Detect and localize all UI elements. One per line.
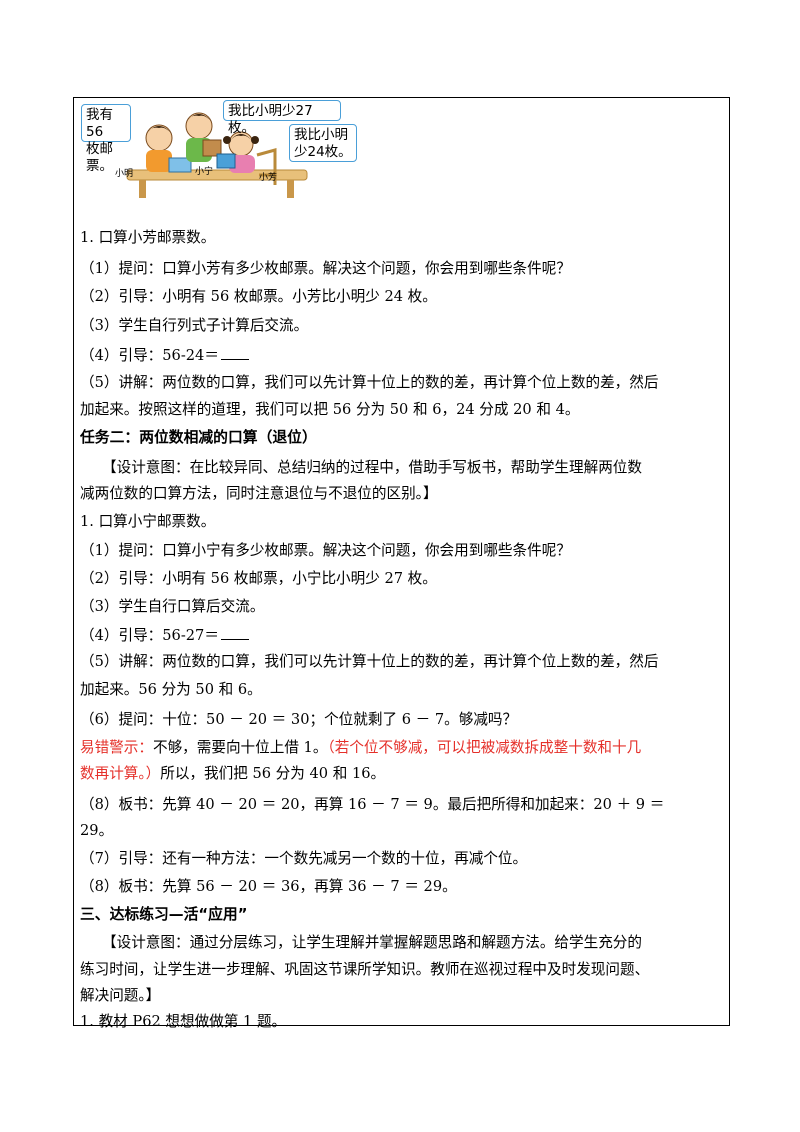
warning-hint-cont: 数再计算。） bbox=[80, 765, 161, 782]
text-line: 1. 口算小芳邮票数。 bbox=[80, 229, 216, 246]
section-heading-task2: 任务二：两位数相减的口算（退位） bbox=[80, 429, 317, 446]
text-line: 1. 教材 P62 想想做做第 1 题。 bbox=[80, 1013, 287, 1030]
text-line: 练习时间，让学生进一步理解、巩固这节课所学知识。教师在巡视过程中及时发现问题、 bbox=[80, 961, 650, 978]
warning-hint: （若个位不够减，可以把被减数拆成整十数和十几 bbox=[327, 739, 642, 756]
text-line: 减两位数的口算方法，同时注意退位与不退位的区别。】 bbox=[80, 485, 438, 502]
text-line-with-blank: （4）引导：56-27＝ bbox=[80, 625, 249, 646]
warning-line: 易错警示：不够，需要向十位上借 1。（若个位不够减，可以把被减数拆成整十数和十几 bbox=[80, 738, 641, 758]
text-line-with-blank: （4）引导：56-24＝ bbox=[80, 345, 249, 366]
text-line: （8）板书：先算 56 － 20 ＝ 36，再算 36 － 7 ＝ 29。 bbox=[80, 878, 457, 895]
warning-label: 易错警示： bbox=[80, 739, 153, 756]
warning-line-2: 数再计算。）所以，我们把 56 分为 40 和 16。 bbox=[80, 764, 385, 784]
text-line: （2）引导：小明有 56 枚邮票。小芳比小明少 24 枚。 bbox=[80, 288, 437, 305]
bubble-text: 我有56 bbox=[86, 107, 113, 140]
name-label-xiaoming: 小明 bbox=[115, 169, 134, 179]
text-line: 解决问题。】 bbox=[80, 987, 161, 1004]
name-label-xiaofang: 小芳 bbox=[259, 173, 278, 183]
answer-blank bbox=[220, 345, 249, 360]
name-label-xiaoning: 小宁 bbox=[195, 167, 214, 177]
text-line: 加起来。56 分为 50 和 6。 bbox=[80, 681, 262, 698]
warning-text: 不够，需要向十位上借 1。 bbox=[152, 739, 328, 756]
children-illustration: 我有56 枚邮票。 我比小明少27枚。 我比小明 少24枚。 小明 小宁 小芳 bbox=[79, 100, 369, 200]
speech-bubble-xiaoning: 我比小明少27枚。 bbox=[223, 100, 341, 136]
text-line: （8）板书：先算 40 － 20 ＝ 20，再算 16 － 7 ＝ 9。最后把所… bbox=[80, 796, 665, 813]
text-line: （7）引导：还有一种方法：一个数先减另一个数的十位，再减个位。 bbox=[80, 850, 528, 867]
speech-bubble-xiaoming: 我有56 枚邮票。 bbox=[81, 104, 131, 174]
design-intent-line: 【设计意图：通过分层练习，让学生理解并掌握解题思路和解题方法。给学生充分的 bbox=[102, 934, 642, 951]
line-text: （4）引导：56-24＝ bbox=[80, 347, 219, 364]
text-line: （6）提问：十位：50 － 20 ＝ 30；个位就剩了 6 － 7。够减吗？ bbox=[80, 711, 518, 728]
bubble-text: 少24枚。 bbox=[294, 144, 352, 160]
line-text: 所以，我们把 56 分为 40 和 16。 bbox=[160, 765, 386, 782]
children-stamps-picture bbox=[126, 112, 308, 198]
text-line: （3）学生自行列式子计算后交流。 bbox=[80, 317, 309, 334]
text-line: （1）提问：口算小宁有多少枚邮票。解决这个问题，你会用到哪些条件呢？ bbox=[80, 542, 571, 559]
speech-bubble-xiaofang: 我比小明 少24枚。 bbox=[289, 124, 357, 162]
text-line: 加起来。按照这样的道理，我们可以把 56 分为 50 和 6，24 分成 20 … bbox=[80, 401, 580, 418]
answer-blank bbox=[220, 625, 249, 640]
line-text: （4）引导：56-27＝ bbox=[80, 627, 219, 644]
bubble-text: 枚邮票。 bbox=[86, 141, 113, 174]
text-line: （1）提问：口算小芳有多少枚邮票。解决这个问题，你会用到哪些条件呢？ bbox=[80, 260, 571, 277]
text-line: （5）讲解：两位数的口算，我们可以先计算十位上的数的差，再计算个位上数的差，然后 bbox=[80, 374, 659, 391]
section-heading-practice: 三、达标练习—活“应用” bbox=[80, 906, 248, 923]
text-line: 1. 口算小宁邮票数。 bbox=[80, 513, 216, 530]
design-intent-line: 【设计意图：在比较异同、总结归纳的过程中，借助手写板书，帮助学生理解两位数 bbox=[102, 459, 642, 476]
text-line: （2）引导：小明有 56 枚邮票，小宁比小明少 27 枚。 bbox=[80, 570, 437, 587]
table-cell-frame bbox=[73, 97, 730, 1026]
bubble-text: 我比小明 bbox=[294, 127, 348, 143]
text-line: （3）学生自行口算后交流。 bbox=[80, 598, 265, 615]
text-line: 29。 bbox=[80, 822, 114, 839]
text-line: （5）讲解：两位数的口算，我们可以先计算十位上的数的差，再计算个位上数的差，然后 bbox=[80, 653, 659, 670]
